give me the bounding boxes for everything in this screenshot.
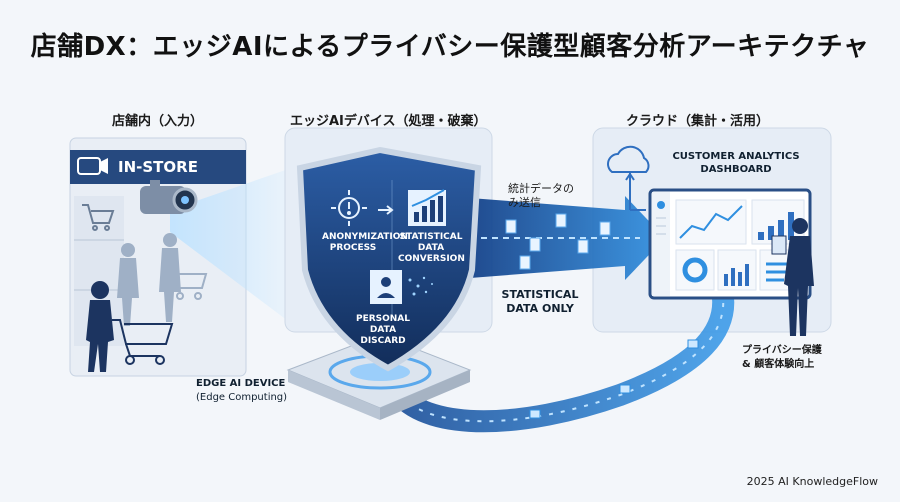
section-label-store: 店舗内（入力） <box>112 114 204 129</box>
edge-device-base <box>286 334 472 420</box>
edge-device-name: EDGE AI DEVICE <box>196 378 286 389</box>
store-sign-label: IN-STORE <box>118 158 198 176</box>
camera-beam <box>170 165 300 330</box>
transfer-label-jp: 統計データのみ送信 <box>508 182 574 209</box>
section-label-edge: エッジAIデバイス（処理・破棄） <box>290 114 487 129</box>
cloud-icon <box>607 145 650 211</box>
shopping-cart-background <box>165 269 208 300</box>
store-panel <box>69 137 247 377</box>
flow-arrow-icon <box>378 205 394 215</box>
shopping-cart-illustration <box>112 319 174 365</box>
section-label-cloud: クラウド（集計・活用） <box>626 114 770 129</box>
camera-icon <box>140 180 198 214</box>
bar-chart-icon <box>408 189 446 226</box>
shopper-silhouettes <box>117 233 181 326</box>
analyst-silhouette <box>771 218 814 336</box>
outcome-line-2: & 顧客体験向上 <box>742 359 815 370</box>
dashboard-title: CUSTOMER ANALYTICS DASHBOARD <box>672 151 800 175</box>
edge-device-sub: (Edge Computing) <box>196 392 288 403</box>
outcome-line-1: プライバシー保護 <box>742 345 822 356</box>
shopper-foreground <box>86 281 114 372</box>
anonymization-process-label: ANONYMIZATION PROCESS <box>322 232 408 253</box>
transfer-label-en: STATISTICAL DATA ONLY <box>501 288 579 315</box>
transfer-arrow <box>470 196 665 280</box>
statistical-conversion-label: STATISTICAL DATA CONVERSION <box>398 232 465 264</box>
document-icons <box>505 213 611 270</box>
pipeline-packets <box>529 339 699 419</box>
personal-data-discard-label: PERSONAL DATA DISCARD <box>355 314 411 346</box>
document-discard-icon <box>370 270 433 304</box>
cart-icon <box>82 204 115 231</box>
page-title: 店舗DX：エッジAIによるプライバシー保護型顧客分析アーキテクチャ <box>30 32 870 62</box>
anonymization-icon <box>331 190 367 226</box>
credit-text: 2025 AI KnowledgeFlow <box>746 475 878 488</box>
